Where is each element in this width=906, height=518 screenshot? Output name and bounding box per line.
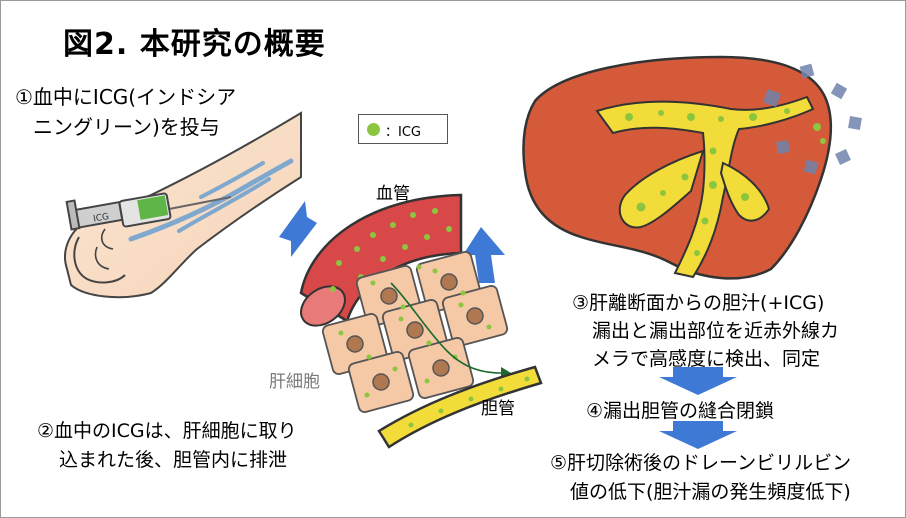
step5-line2: 値の低下(胆汁漏の発生頻度低下) — [570, 481, 851, 503]
syringe-illustration: ICG — [65, 192, 232, 231]
step3-line3: メラで高感度に検出、同定 — [592, 348, 821, 370]
step2-line2: 込まれた後、胆管内に排泄 — [59, 449, 288, 471]
step5-line1: ⑤肝切除術後のドレーンビリルビン — [550, 452, 852, 474]
step4-text: ④漏出胆管の縫合閉鎖 — [586, 400, 775, 422]
flow-arrows — [279, 201, 737, 449]
blood-vessel-illustration — [299, 193, 463, 327]
step1-line1: ①血中にICG(インドシア — [15, 85, 237, 109]
step3-line1: ③肝離断面からの胆汁(+ICG) — [572, 292, 825, 314]
bile-duct-illustration — [377, 365, 543, 449]
vessel-label: 血管 — [376, 184, 410, 204]
step3-line2: 漏出と漏出部位を近赤外線カ — [592, 320, 840, 342]
nir-signal-marks — [763, 63, 862, 175]
icg-dot-icon — [367, 123, 380, 136]
syringe-label: ICG — [93, 212, 110, 225]
legend: ：ICG — [358, 114, 448, 144]
hepatocyte-cluster — [321, 251, 511, 413]
bile-duct-label: 胆管 — [481, 399, 515, 419]
step2-line1: ②血中のICGは、肝細胞に取り — [37, 420, 297, 442]
hepatocyte-label: 肝細胞 — [269, 372, 320, 392]
step1-line2: ニングリーン)を投与 — [33, 115, 220, 139]
figure-title: 図2. 本研究の概要 — [63, 27, 326, 62]
legend-label: ：ICG — [385, 125, 421, 140]
liver-illustration — [522, 55, 862, 280]
